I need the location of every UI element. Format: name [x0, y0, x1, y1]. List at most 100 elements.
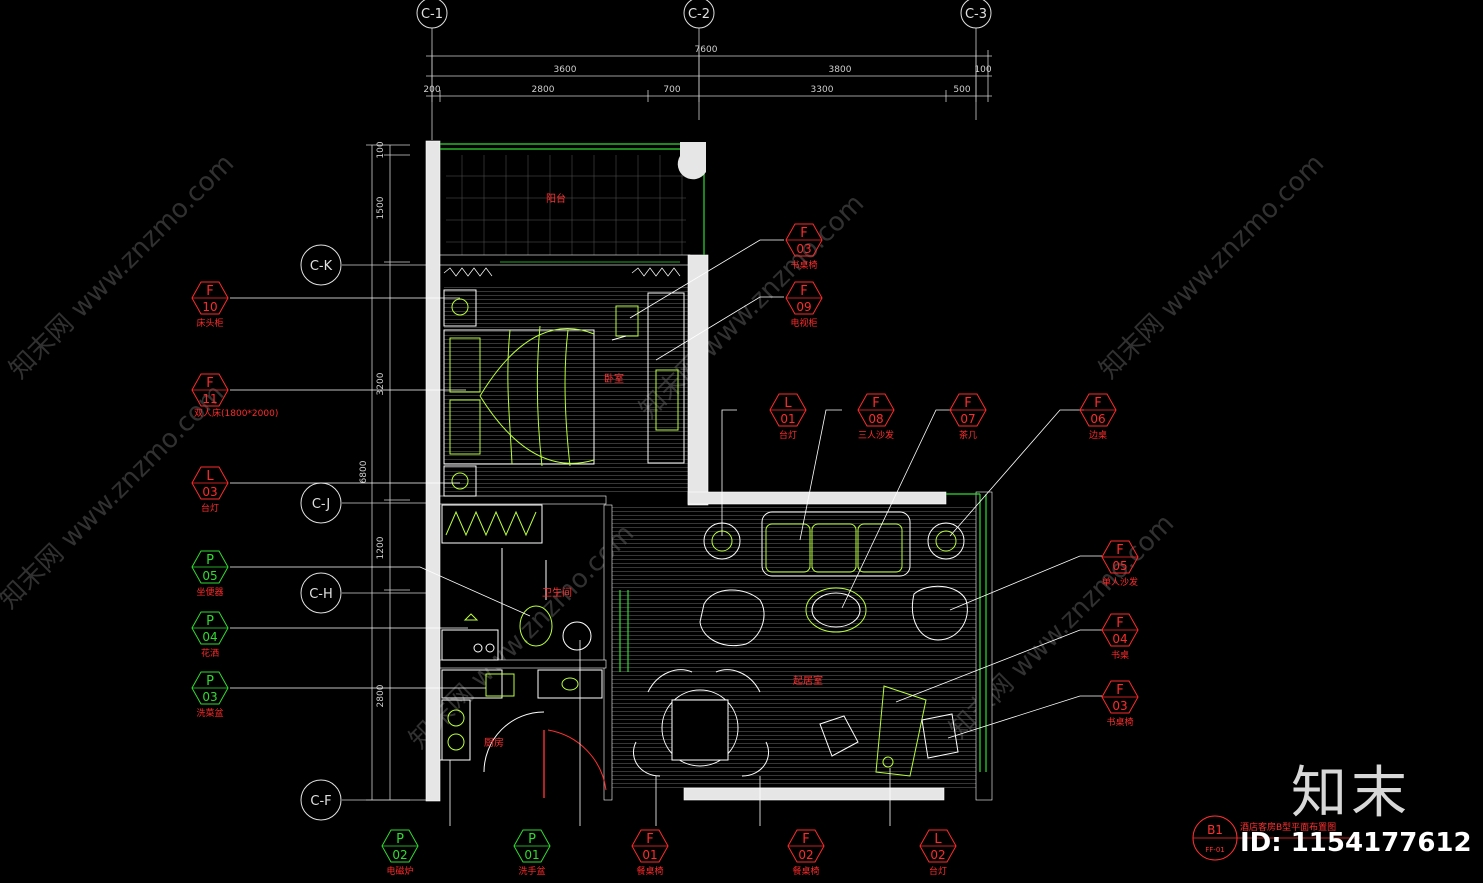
brand-logo-text: 知末: [1291, 761, 1411, 826]
balcony-column: [677, 142, 706, 180]
tag-code: F: [206, 284, 213, 299]
tag-number: 06: [1090, 412, 1105, 426]
tag-label: 单人沙发: [1102, 576, 1138, 588]
tag-label: 三人沙发: [858, 429, 894, 441]
tag-code: L: [206, 469, 214, 484]
tag-number: 02: [930, 848, 945, 862]
dim-row2-e: 500: [953, 85, 970, 95]
tag-code: F: [206, 376, 213, 391]
tag-code: F: [872, 396, 879, 411]
watermark-1: 知末网 www.znzmo.com: [4, 149, 240, 385]
image-id: ID: 1154177612: [1240, 828, 1472, 858]
axis-label-c3: C-3: [965, 7, 987, 22]
tag-number: 01: [780, 412, 795, 426]
dim-left-a: 100: [376, 141, 386, 158]
dim-left-c: 3200: [376, 372, 386, 395]
tag-label: 台灯: [779, 429, 797, 441]
dim-row2-c: 700: [663, 85, 680, 95]
tag-code: F: [1116, 616, 1123, 631]
tag-label: 茶几: [959, 429, 977, 441]
dim-left-f: 2800: [376, 684, 386, 707]
tag-label: 洗菜盆: [196, 707, 223, 719]
tag-code: P: [528, 832, 536, 847]
tag-number: 03: [202, 690, 217, 704]
tag-number: 05: [1112, 559, 1127, 573]
room-label-bedroom: 卧室: [604, 372, 624, 385]
room-label-kitchen: 厨房: [484, 736, 504, 749]
tag-label: 书桌椅: [790, 259, 817, 271]
bathroom-fixtures: [441, 548, 592, 661]
room-label-bathroom: 卫生间: [542, 586, 572, 599]
axis-label-ck: C-K: [310, 259, 333, 274]
left-axis-bubbles: C-K C-J C-H C-F: [300, 244, 432, 821]
tag-code: F: [802, 832, 809, 847]
axis-label-cf: C-F: [310, 794, 331, 809]
tag-code: F: [800, 226, 807, 241]
tag-code: P: [206, 674, 214, 689]
tag-label: 电磁炉: [386, 865, 413, 877]
tag-f-03: F03 书桌椅: [1101, 680, 1139, 728]
tag-code: F: [1116, 683, 1123, 698]
tag-number: 10: [202, 300, 217, 314]
tag-label: 电视柜: [790, 317, 817, 329]
dim-row1-a: 3600: [554, 65, 577, 75]
tag-code: L: [784, 396, 792, 411]
tag-code: P: [206, 553, 214, 568]
tag-number: 09: [796, 300, 811, 314]
tag-label: 餐桌椅: [792, 865, 819, 877]
curtains: [443, 261, 681, 277]
tag-label: 台灯: [929, 865, 947, 877]
dim-row1-c: 100: [974, 65, 991, 75]
dim-row2-b: 2800: [532, 85, 555, 95]
tag-l-01: L01 台灯: [769, 393, 807, 441]
watermark-3: 知末网 www.znzmo.com: [1094, 149, 1330, 385]
living-furniture: [633, 511, 968, 777]
tag-label: 坐便器: [196, 586, 223, 598]
axis-label-c1: C-1: [421, 7, 443, 22]
tag-number: 08: [868, 412, 883, 426]
title-block-sub: FF-01: [1205, 846, 1225, 854]
tag-f-10: F10 床头柜: [191, 281, 229, 329]
dim-row2-a: 200: [423, 85, 440, 95]
tag-label: 边桌: [1089, 429, 1107, 441]
tag-number: 02: [798, 848, 813, 862]
room-labels: 阳台 卧室 卫生间 起居室 厨房: [484, 192, 823, 749]
title-block: B1 FF-01: [1192, 815, 1360, 861]
title-block-code: B1: [1207, 823, 1223, 837]
tag-label: 床头柜: [196, 317, 223, 329]
tag-number: 04: [1112, 632, 1127, 646]
tag-code: F: [1116, 543, 1123, 558]
tag-label: 书桌: [1111, 649, 1129, 661]
left-dimension-text: 100 1500 3200 6800 1200 2800: [359, 141, 386, 707]
floor-finishes: [444, 155, 976, 790]
tag-f-04: F04 书桌: [1101, 613, 1139, 661]
tag-number: 01: [524, 848, 539, 862]
room-label-living: 起居室: [793, 674, 823, 687]
dim-row1-b: 3800: [829, 65, 852, 75]
axis-label-cj: C-J: [312, 497, 330, 512]
tag-number: 01: [642, 848, 657, 862]
room-label-balcony: 阳台: [546, 192, 566, 205]
top-dimension-text: 7600 3600 3800 100 200 2800 700 3300 500: [423, 45, 991, 95]
top-axis-bubbles: C-1 C-2 C-3: [416, 0, 992, 140]
kitchen-fixtures: [440, 669, 607, 798]
tag-label: 餐桌椅: [636, 865, 663, 877]
tag-number: 04: [202, 630, 217, 644]
tag-label: 书桌椅: [1106, 716, 1133, 728]
axis-label-c2: C-2: [688, 7, 710, 22]
tag-number: 05: [202, 569, 217, 583]
dim-overall: 7600: [695, 45, 718, 55]
tag-number: 07: [960, 412, 975, 426]
tag-number: 03: [202, 485, 217, 499]
dim-left-d: 6800: [359, 460, 369, 483]
bedroom-furniture: [443, 289, 685, 497]
tag-number: 03: [1112, 699, 1127, 713]
tag-number: 02: [392, 848, 407, 862]
